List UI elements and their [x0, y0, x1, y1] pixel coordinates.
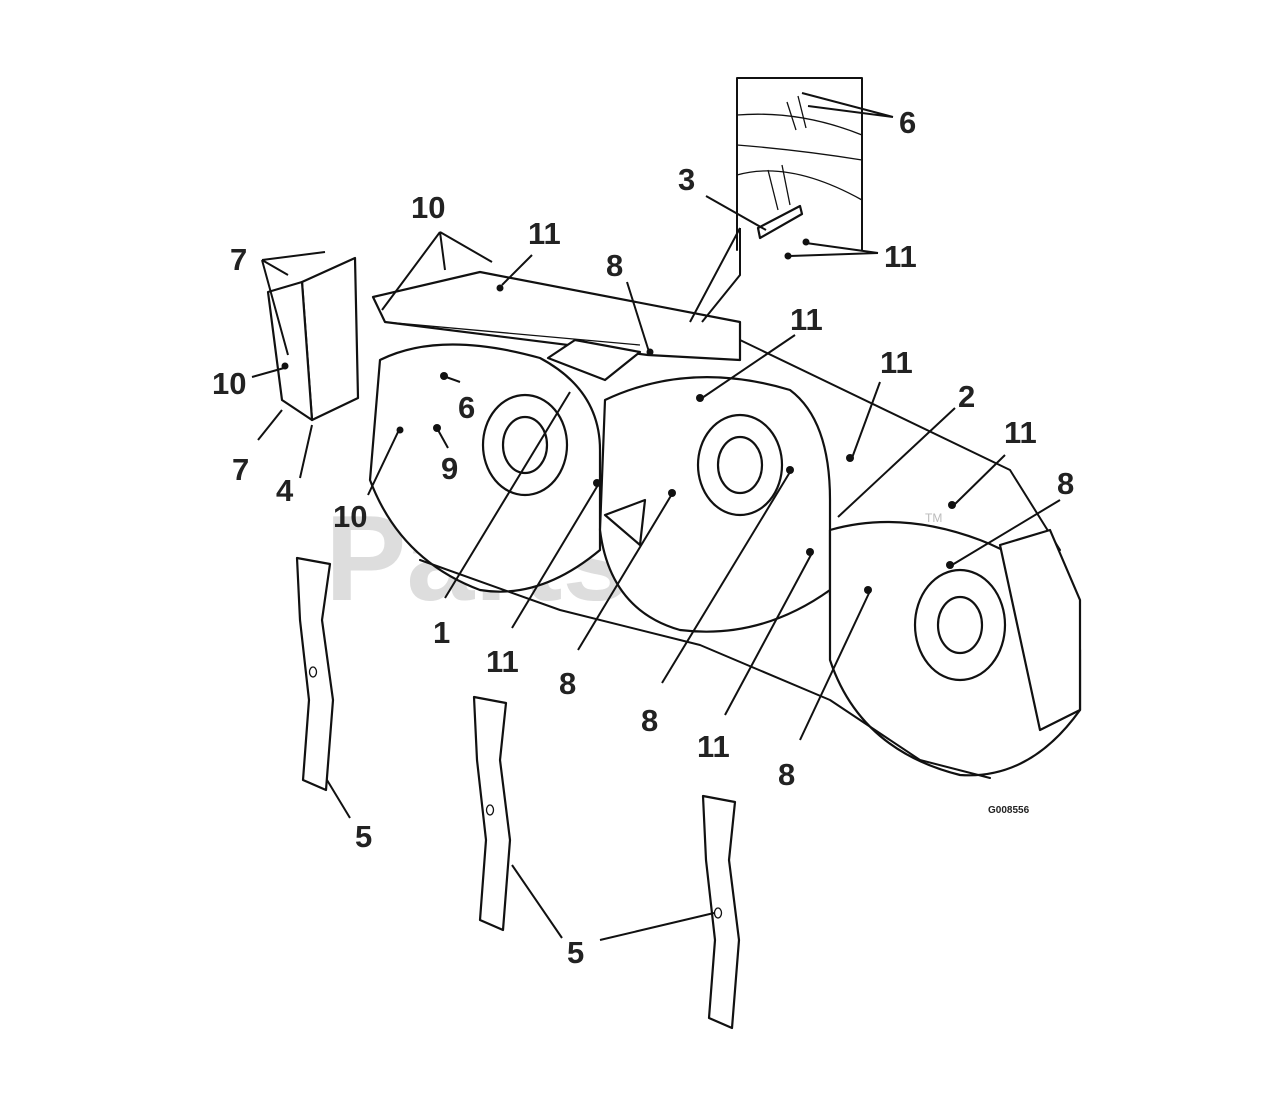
mower-deck [266, 238, 1082, 779]
callout-6-inset: 6 [899, 105, 916, 140]
callout-11-bottom-a: 11 [486, 644, 519, 679]
callout-labels: 1 2 3 4 5 5 5 6 6 7 7 8 8 8 8 8 9 10 10 … [212, 105, 1074, 970]
callout-8-top: 8 [606, 248, 623, 283]
callout-5-left-blade: 5 [355, 819, 372, 854]
spindle-hub-right [913, 568, 1007, 682]
watermark-tm: TM [925, 511, 942, 525]
callout-6-left: 6 [458, 390, 475, 425]
figure-code: G008556 [988, 805, 1030, 816]
callout-10-bottom: 10 [333, 499, 367, 534]
callout-11-inset: 11 [884, 239, 917, 274]
callout-2: 2 [958, 379, 975, 414]
callout-11-bottom-b: 11 [697, 729, 730, 764]
blade-left [295, 556, 335, 792]
spindle-hub-left [481, 393, 569, 497]
callout-8-center-b: 8 [641, 703, 658, 738]
callout-11-far-right: 11 [1004, 415, 1037, 450]
callout-3: 3 [678, 162, 695, 197]
callout-11-center: 11 [790, 302, 823, 337]
blade-center [472, 695, 512, 932]
callout-11-top: 11 [528, 216, 561, 251]
callout-10-left: 10 [212, 366, 246, 401]
callout-8-center-a: 8 [559, 666, 576, 701]
callout-5-center-blade: 5 [567, 935, 584, 970]
leader-lines [251, 92, 1061, 941]
callout-10-top: 10 [411, 190, 445, 225]
callout-7-bottom: 7 [232, 452, 249, 487]
callout-4: 4 [276, 473, 294, 508]
callout-9: 9 [441, 451, 458, 486]
callout-8-right: 8 [778, 757, 795, 792]
callout-7-top: 7 [230, 242, 247, 277]
spindle-hub-center [696, 413, 784, 517]
callout-1: 1 [433, 615, 450, 650]
inset-detail [736, 77, 863, 251]
blade-right [701, 794, 741, 1030]
callout-8-far-right: 8 [1057, 466, 1074, 501]
callout-11-right: 11 [880, 345, 913, 380]
